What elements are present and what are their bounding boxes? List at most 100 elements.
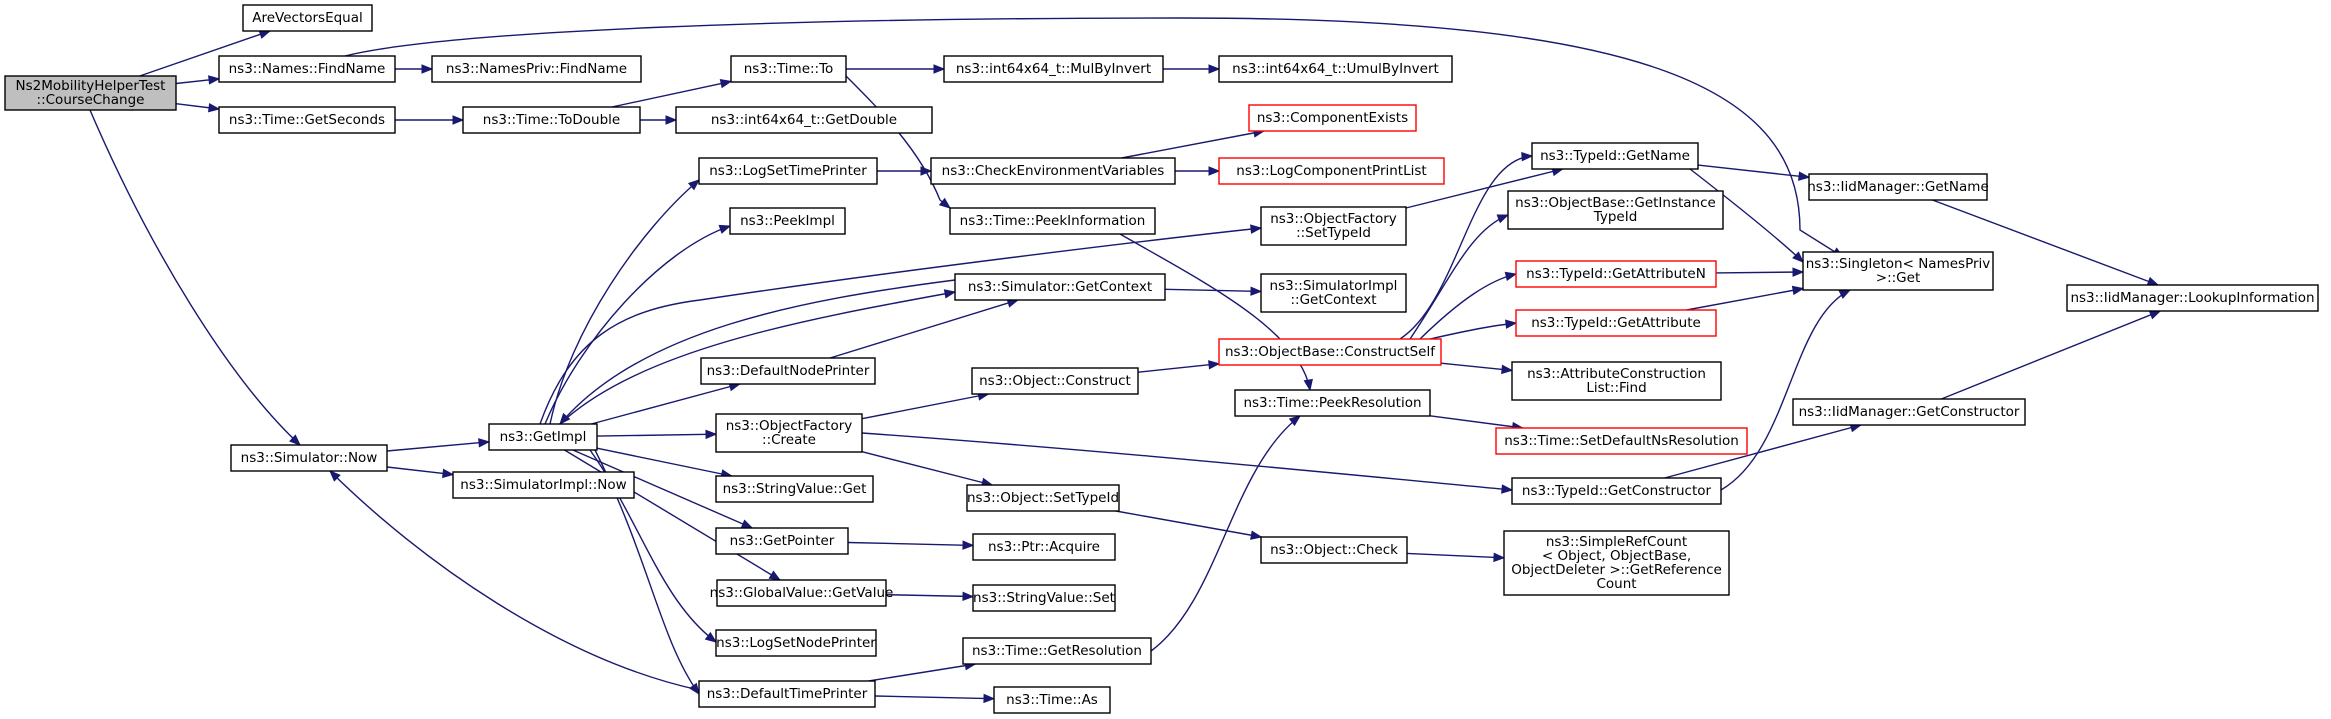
node-timeas[interactable]: ns3::Time::As [993,686,1111,714]
node-simimplnow[interactable]: ns3::SimulatorImpl::Now [452,471,635,499]
node-box [715,629,877,657]
node-ptracq[interactable]: ns3::Ptr::Acquire [972,533,1116,561]
edge-deftime-to-timeas [874,693,996,704]
arrowhead-icon [329,470,341,482]
arrowhead-icon [1250,286,1263,296]
node-constructself[interactable]: ns3::ObjectBase::ConstructSelf [1218,338,1442,366]
node-box [218,55,396,83]
node-label: ::SetTypeId [1296,225,1371,241]
node-box [943,55,1164,83]
edge-line [829,299,1019,359]
node-getattr[interactable]: ns3::TypeId::GetAttribute [1515,309,1717,337]
node-getdouble[interactable]: ns3::int64x64_t::GetDouble [675,106,933,134]
node-ofsettype[interactable]: ns3::ObjectFactory::SetTypeId [1260,206,1407,246]
edge-simctx-to-simctxtop [1164,286,1263,296]
arrowhead-icon [1504,271,1518,281]
edge-constructself-to-getattrn [1419,271,1518,340]
node-iidname[interactable]: ns3::IidManager::GetName [1807,173,1989,201]
node-box [716,579,887,607]
node-deftime[interactable]: ns3::DefaultTimePrinter [698,680,876,708]
node-peekinfo[interactable]: ns3::Time::PeekInformation [949,207,1156,235]
arrowhead-icon [442,468,455,479]
node-simpleref[interactable]: ns3::SimpleRefCount< Object, ObjectBase,… [1503,530,1730,596]
edge-peekinfo-to-peekres [1119,233,1313,392]
node-objsettype[interactable]: ns3::Object::SetTypeId [966,484,1120,512]
arrowhead-icon [1521,151,1534,162]
node-tidctor[interactable]: ns3::TypeId::GetConstructor [1511,477,1722,505]
node-compexists[interactable]: ns3::ComponentExists [1248,104,1417,132]
node-logsetnode[interactable]: ns3::LogSetNodePrinter [715,629,877,657]
arrowhead-icon [208,75,221,85]
edge-line [596,433,717,437]
edge-line [1941,310,2161,400]
node-label: ns3::Time::To [744,61,834,77]
edge-tto-to-peekinfo [845,75,952,209]
node-getattrn[interactable]: ns3::TypeId::GetAttributeN [1515,260,1717,288]
arrowhead-icon [1838,289,1852,299]
edge-line [1429,415,1523,429]
arrowhead-icon [718,224,732,234]
node-label: ns3::Names::FindName [229,61,386,77]
arrowhead-icon [665,115,678,125]
edge-line [1664,424,1862,479]
arrowhead-icon [943,289,957,299]
edge-line [1115,510,1262,538]
node-label: ns3::StringValue::Get [723,481,867,497]
node-logcomp[interactable]: ns3::LogComponentPrintList [1218,157,1445,185]
node-objcheck[interactable]: ns3::Object::Check [1260,536,1408,564]
node-lookup[interactable]: ns3::IidManager::LookupInformation [2066,284,2319,312]
node-label: ns3::IidManager::LookupInformation [2070,290,2314,306]
node-tidname[interactable]: ns3::TypeId::GetName [1531,142,1699,170]
node-checkenv[interactable]: ns3::CheckEnvironmentVariables [930,157,1176,185]
node-simnow[interactable]: ns3::Simulator::Now [230,444,388,472]
node-getimpl[interactable]: ns3::GetImpl [488,423,598,451]
node-peekres[interactable]: ns3::Time::PeekResolution [1234,389,1431,417]
node-label: ns3::Time::PeekInformation [960,213,1146,229]
node-label: ns3::LogSetTimePrinter [709,163,867,179]
node-ofcreate[interactable]: ns3::ObjectFactory::Create [715,413,863,453]
node-iidctor[interactable]: ns3::IidManager::GetConstructor [1792,398,2026,426]
node-arevec[interactable]: AreVectorsEqual [242,4,373,32]
node-findname[interactable]: ns3::Names::FindName [218,55,396,83]
node-umulinv[interactable]: ns3::int64x64_t::UmulByInvert [1218,55,1453,83]
edge-line [861,393,989,420]
node-simctx[interactable]: ns3::Simulator::GetContext [954,273,1166,301]
node-box [1260,206,1407,246]
node-label: ns3::GetPointer [730,533,835,549]
node-tto[interactable]: ns3::Time::To [730,55,847,83]
node-objconstruct[interactable]: ns3::Object::Construct [971,367,1139,395]
edge-findname-to-nfind [395,64,434,74]
node-globget[interactable]: ns3::GlobalValue::GetValue [710,579,894,607]
node-nfind[interactable]: ns3::NamesPriv::FindName [431,55,642,83]
node-todouble[interactable]: ns3::Time::ToDouble [462,106,641,134]
node-logsettime[interactable]: ns3::LogSetTimePrinter [698,157,878,185]
node-singleton[interactable]: ns3::Singleton< NamesPriv >::Get [1802,251,1994,291]
node-mulinv[interactable]: ns3::int64x64_t::MulByInvert [943,55,1164,83]
node-getsec[interactable]: ns3::Time::GetSeconds [218,106,396,134]
arrowhead-icon [1791,285,1805,296]
node-strget[interactable]: ns3::StringValue::Get [715,475,874,503]
node-defnode[interactable]: ns3::DefaultNodePrinter [700,357,876,385]
edge-line [344,17,1844,258]
node-setdefres[interactable]: ns3::Time::SetDefaultNsResolution [1495,427,1748,455]
node-label: ::CourseChange [37,92,145,108]
edge-objcheck-to-simpleref [1406,552,1506,563]
node-getptr[interactable]: ns3::GetPointer [715,527,849,555]
node-box [2066,284,2319,312]
node-strset[interactable]: ns3::StringValue::Set [972,584,1116,612]
arrowhead-icon [452,115,465,125]
arrowhead-icon [920,166,933,176]
node-simctxtop[interactable]: ns3::SimulatorImpl::GetContext [1260,273,1407,313]
node-getres[interactable]: ns3::Time::GetResolution [962,637,1152,665]
edge-line [572,449,753,529]
arrowhead-icon [1496,214,1510,224]
node-box [218,106,396,134]
node-box [730,55,847,83]
node-label: ns3::Object::Check [1270,542,1398,558]
edge-line [596,447,732,477]
node-peekimpl[interactable]: ns3::PeekImpl [729,207,846,235]
node-label: ns3::ObjectFactory [726,418,853,434]
edge-line [1419,273,1517,340]
